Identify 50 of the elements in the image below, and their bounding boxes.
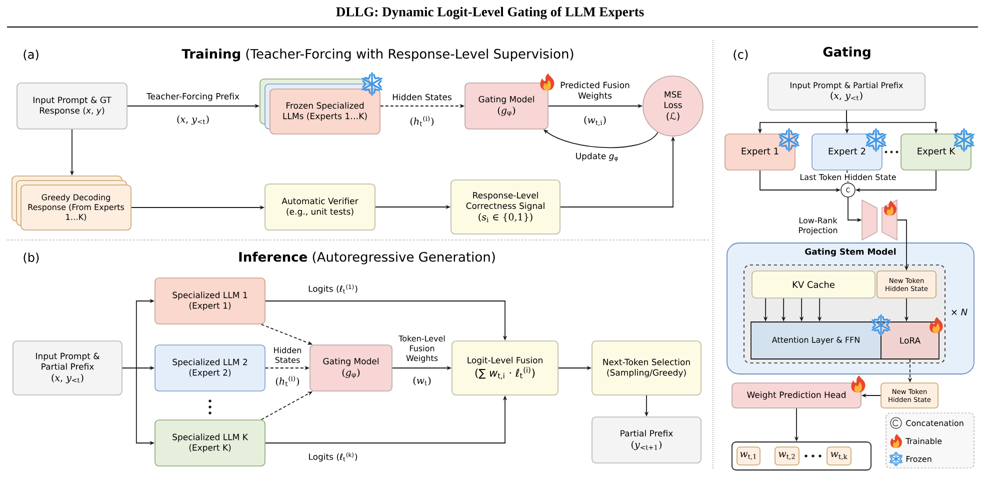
layer-box: Attention Layer & FFN <box>750 322 882 360</box>
math-label: (w$_{t,i}$) <box>584 116 606 126</box>
edge-label: Update g$_{φ}$ <box>576 152 618 162</box>
process-box: Logit-Level Fusion (∑ w$_{t,i}$ · ℓ$_{t}$$^{(i)}$) <box>452 340 558 396</box>
layer-box: LoRA <box>880 322 940 360</box>
node-caption: Low-Rank Projection <box>799 217 838 235</box>
edge-label: Logits (ℓ$_{t}$$^{(1)}$) <box>308 284 358 294</box>
edge-label: Teacher-Forcing Prefix <box>146 92 240 102</box>
process-box: Automatic Verifier (e.g., unit tests) <box>264 184 376 230</box>
section-heading: Training (Teacher-Forcing with Response-Level Supervision) <box>182 48 574 62</box>
math-label: (x, y$_{<t}$) <box>177 115 209 125</box>
panel-letter: (a) <box>24 50 38 60</box>
section-heading: Inference (Autoregressive Generation) <box>239 252 495 264</box>
stacked-boxes: Frozen Specialized LLMs (Experts 1…K) <box>260 78 380 134</box>
process-box: Specialized LLM K (Expert K) <box>154 420 266 466</box>
weight-box: w$_{t,1}$ <box>736 446 760 466</box>
process-box: Input Prompt & Partial Prefix (x, y$_{<t}$) <box>768 72 926 110</box>
process-box: Gating Model (g$_{φ}$) <box>464 82 548 130</box>
stacked-boxes: Greedy Decoding Response (From Experts 1…K) <box>12 176 132 230</box>
legend-label: Concatenation <box>906 420 964 426</box>
edge-label: Logits (ℓ$_{t}$$^{(k)}$) <box>309 452 358 462</box>
process-box: Expert K <box>900 134 972 170</box>
process-box: Weight Prediction Head <box>732 382 862 408</box>
math-label: (h$_{t}$$^{(i)}$) <box>410 116 434 126</box>
node-caption: × N <box>952 308 968 316</box>
process-box: Input Prompt & Partial Prefix (x, y$_{<t}$) <box>12 340 122 396</box>
process-box: Input Prompt & GT Response (x, y) <box>16 82 128 130</box>
panel-letter: (b) <box>24 252 39 264</box>
process-box: Specialized LLM 2 (Expert 2) <box>154 344 266 392</box>
section-heading: Gating <box>823 46 870 60</box>
edge-label: Hidden States <box>392 94 452 100</box>
process-box: Expert 2 <box>812 134 882 170</box>
edge-label: Hidden States <box>274 347 302 363</box>
process-box: Response-Level Correctness Signal (s$_{i}$ ∈ {0,1}) <box>450 180 560 234</box>
process-box: Partial Prefix (y$_{<t+1}$) <box>592 416 702 464</box>
panel-letter: (c) <box>734 50 748 60</box>
process-box: Specialized LLM 1 (Expert 1) <box>154 278 266 324</box>
weight-box: w$_{t,2}$ <box>774 446 800 466</box>
legend-label: Frozen <box>906 456 932 462</box>
weight-box: w$_{t,k}$ <box>826 446 852 466</box>
title: DLLG: Dynamic Logit-Level Gating of LLM Experts <box>336 6 644 20</box>
edge-label: Token-Level Fusion Weights <box>398 335 445 363</box>
process-box: Gating Model (g$_{φ}$) <box>310 344 392 392</box>
math-label: (h$_{t}$$^{(i)}$) <box>276 376 299 386</box>
process-box: Next-Token Selection (Sampling/Greedy) <box>592 340 702 396</box>
edge-label: Predicted Fusion Weights <box>560 82 630 100</box>
legend-label: Trainable <box>906 438 942 444</box>
math-label: (w$_{t}$) <box>413 376 431 386</box>
process-box: Expert 1 <box>724 134 796 170</box>
process-box: KV Cache <box>752 270 876 298</box>
